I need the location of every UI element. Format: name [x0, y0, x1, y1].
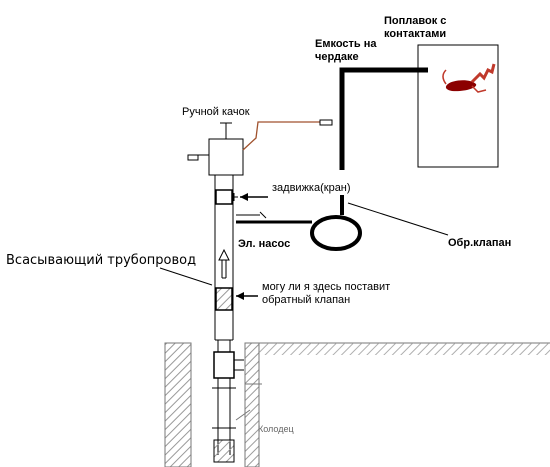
attic-tank	[417, 44, 499, 168]
question-label-line2: обратный клапан	[262, 294, 350, 306]
question-arrow-icon	[236, 292, 258, 300]
ground-surface	[245, 342, 550, 385]
float-icon	[442, 63, 496, 93]
tank-label-line1: Емкость на	[315, 38, 377, 50]
candidate-check-valve	[215, 287, 233, 311]
hand-pump-icon	[187, 119, 333, 176]
flow-up-arrow-icon	[218, 248, 230, 279]
valve-label: задвижка(кран)	[272, 182, 351, 194]
valve-icon	[215, 189, 238, 205]
electric-pump-label: Эл. насос	[238, 238, 290, 250]
well-walls	[164, 342, 260, 467]
hand-pump-label: Ручной качок	[182, 106, 250, 118]
electric-pump	[310, 215, 362, 251]
check-valve-pointer	[347, 202, 449, 236]
tank-label-line2: чердаке	[315, 51, 359, 63]
float-label-line1: Поплавок с	[384, 15, 446, 27]
well-label: Колодец	[258, 424, 294, 434]
suction-filter	[213, 439, 235, 463]
float-label-line2: контактами	[384, 28, 446, 40]
supply-pipe	[339, 67, 428, 170]
question-label-line1: могу ли я здесь поставит	[262, 281, 390, 293]
well-coupling	[213, 351, 235, 379]
valve-arrow-icon	[240, 193, 268, 201]
suction-pipe-label: Всасывающий трубопровод	[6, 253, 196, 268]
suction-pointer	[159, 267, 213, 286]
check-valve-label: Обр.клапан	[448, 237, 511, 249]
